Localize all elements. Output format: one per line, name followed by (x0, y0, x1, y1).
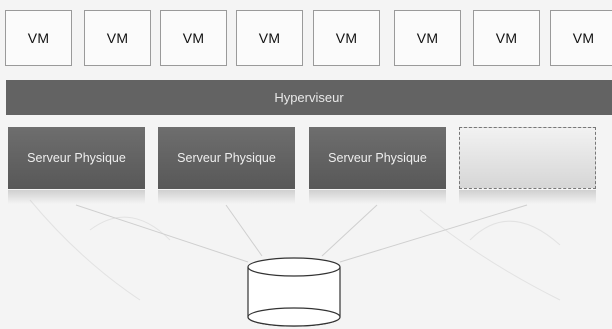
storage-connector-lines (75, 204, 528, 263)
vm-box: VM (84, 10, 151, 66)
physical-server: Serveur Physique (309, 127, 446, 189)
hypervisor-bar: Hyperviseur (6, 80, 612, 115)
server-reflection (8, 190, 145, 204)
vm-row: VM VM VM VM VM VM VM VM (0, 0, 612, 70)
server-reflection (309, 190, 446, 204)
physical-server-label: Serveur Physique (27, 151, 126, 165)
physical-server: Serveur Physique (158, 127, 295, 189)
vm-box: VM (550, 10, 612, 66)
vm-box: VM (236, 10, 303, 66)
storage-cylinder-icon (247, 257, 341, 327)
physical-server: Serveur Physique (8, 127, 145, 189)
hypervisor-label: Hyperviseur (274, 90, 344, 105)
vm-box: VM (473, 10, 540, 66)
vm-box: VM (313, 10, 380, 66)
vm-box: VM (160, 10, 227, 66)
physical-server-placeholder (459, 127, 596, 189)
server-reflection (459, 190, 596, 204)
server-reflection (158, 190, 295, 204)
physical-server-label: Serveur Physique (328, 151, 427, 165)
vm-box: VM (394, 10, 461, 66)
physical-server-label: Serveur Physique (177, 151, 276, 165)
vm-box: VM (5, 10, 72, 66)
